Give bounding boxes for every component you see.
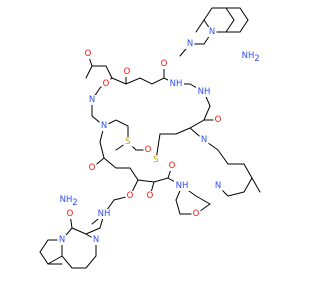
n-atom-label: N [209, 27, 215, 37]
o-atom-label: O [161, 59, 168, 69]
bond [175, 199, 181, 215]
n-atom-label: N [215, 181, 221, 191]
atom-label-background [145, 191, 155, 201]
o-atom-label: O [67, 209, 74, 219]
bond [243, 163, 253, 179]
bond [39, 239, 63, 265]
n-atom-label: N [59, 235, 65, 245]
bond [91, 99, 129, 151]
bond [85, 65, 93, 79]
atom-label-background [159, 59, 169, 69]
nh-label: NH [176, 181, 189, 191]
atom-label-background [241, 51, 259, 61]
o-atom-label: O [124, 67, 131, 77]
bond [99, 141, 105, 159]
atom-label-background [65, 209, 75, 219]
atom-label-background [199, 135, 209, 145]
atom-label-background [101, 79, 111, 89]
o-atom-label: O [85, 49, 92, 59]
bond [71, 227, 87, 235]
n-atom-label: N [101, 121, 107, 131]
atom-label-background [196, 87, 212, 97]
atom-label-background [83, 49, 93, 59]
amine-label: NH [60, 195, 73, 205]
atom-label-background [207, 27, 217, 37]
n-atom-label: N [201, 135, 207, 145]
atom-label-background [143, 145, 153, 155]
atom-label-background [57, 235, 67, 245]
o-atom-label: O [147, 191, 154, 201]
n-atom-label: N [187, 39, 193, 49]
o-atom-label: O [145, 145, 152, 155]
amine-label: NH [242, 51, 255, 61]
atom-label-background [91, 235, 101, 245]
o-atom-label: O [169, 161, 176, 171]
bond [61, 227, 97, 269]
atom-label-background [87, 163, 97, 173]
o-atom-label: O [193, 209, 200, 219]
bond [243, 177, 253, 193]
atom-label-background [213, 115, 223, 125]
amine-subscript: 2 [72, 198, 77, 208]
o-atom-label: O [103, 79, 110, 89]
bond [251, 177, 261, 193]
atom-label-background [185, 39, 195, 49]
bond [105, 65, 113, 79]
nh-label: NH [170, 79, 183, 89]
n-atom-label: N [89, 95, 95, 105]
atom-label-background [174, 181, 190, 191]
o-atom-label: O [127, 191, 134, 201]
bond [239, 19, 249, 33]
nh-label: NH [198, 87, 211, 97]
n-atom-label: N [93, 235, 99, 245]
s-atom-label: S [153, 155, 158, 165]
bond [227, 191, 245, 197]
atom-label-background [191, 209, 201, 219]
atom-label-background [96, 209, 112, 219]
atom-label-background [125, 191, 135, 201]
o-atom-label: O [215, 115, 222, 125]
o-atom-label: O [89, 163, 96, 173]
atom-label-background [87, 95, 97, 105]
bond [217, 149, 229, 165]
atom-label-background [99, 121, 109, 131]
nh-label: NH [98, 209, 111, 219]
atom-label-background [122, 67, 132, 77]
bond [239, 7, 249, 21]
bond [103, 157, 117, 169]
atom-label-background [151, 155, 161, 165]
bond [85, 227, 101, 235]
atom-label-background [123, 137, 133, 147]
amine-subscript: 2 [254, 54, 259, 64]
atom-label-background [167, 161, 177, 171]
atom-label-background [213, 181, 223, 191]
atom-label-background [168, 79, 184, 89]
bond [195, 19, 205, 33]
s-atom-label: S [125, 137, 130, 147]
atom-label-background [59, 195, 77, 205]
bond [47, 255, 63, 265]
bond-lines [39, 7, 261, 269]
